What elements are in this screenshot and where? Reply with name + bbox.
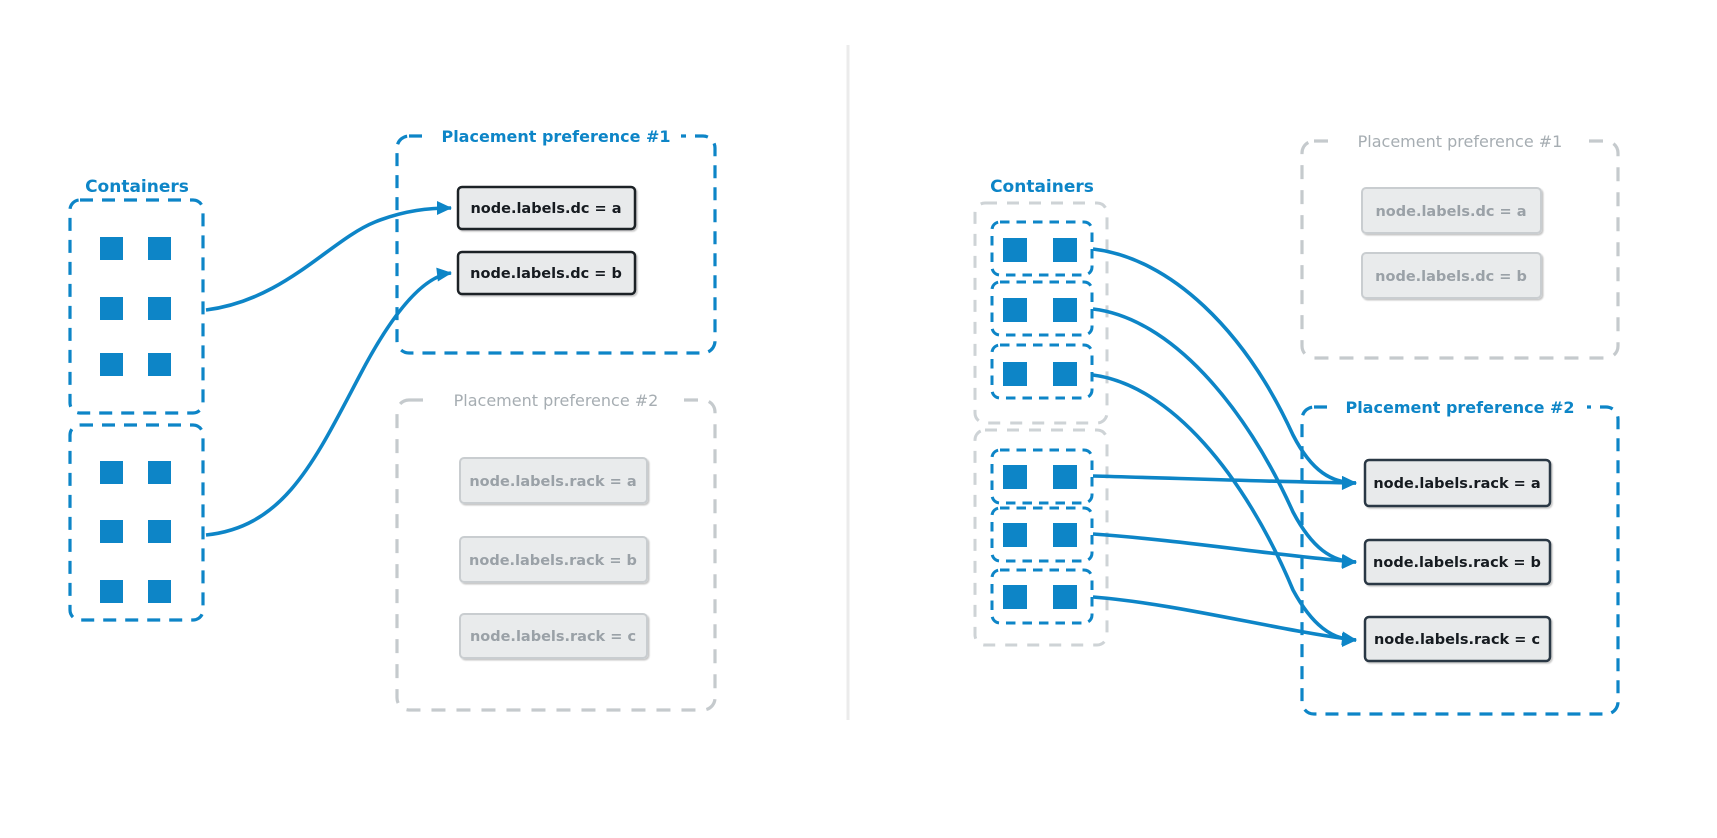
arrow-subgroup5-to-rack-b [1092,532,1357,568]
right-subgroup-2 [990,280,1094,337]
title-mask [431,124,681,148]
container-icon [1053,585,1077,609]
right-pref1-title: Placement preference #1 [1358,132,1563,151]
left-pref2-item-label-b: node.labels.rack = b [469,553,637,569]
left-pref1-item-box-b [456,250,637,296]
left-pref2-item-box-c [459,613,648,659]
left-pref2-item-label-c: node.labels.rack = c [470,629,636,645]
container-icon [100,461,123,484]
container-icon [100,297,123,320]
title-mask [1335,395,1587,419]
container-icon [148,297,171,320]
left-container-squares-group-1 [100,237,171,376]
container-icon [1053,362,1077,386]
right-panel: Containers [973,129,1620,716]
right-pref2-box: Placement preference #2 node.labels.rack… [1300,395,1620,716]
container-icon [148,461,171,484]
right-pref2-item-box-b [1363,538,1552,586]
title-mask [1335,129,1587,153]
right-containers-label: Containers [990,177,1094,197]
container-icon [100,580,123,603]
arrow-subgroup2-to-rack-b [1092,307,1357,569]
container-icon [1053,465,1077,489]
arrow-subgroup3-to-rack-c [1092,373,1357,647]
left-pref2-item-box-a [459,457,648,504]
left-panel: Containers Placement preference #1 [68,124,717,712]
left-container-group-2 [68,423,205,622]
arrow-subgroup1-to-rack-a [1092,247,1357,490]
right-container-outer-group-2 [973,428,1109,647]
right-container-outer-group-1 [973,201,1109,425]
container-icon [100,353,123,376]
right-pref2-item-box-c [1363,615,1552,663]
right-subgroup-1 [990,220,1094,277]
arrow-group2-to-dc-b [205,267,452,537]
arrow-subgroup4-to-rack-a [1092,474,1357,490]
left-pref1-item-label-b: node.labels.dc = b [470,266,622,282]
arrow-group1-to-dc-a [205,201,452,312]
container-icon [148,353,171,376]
right-pref2-item-label-b: node.labels.rack = b [1373,555,1541,571]
right-pref1-box: Placement preference #1 node.labels.dc =… [1300,129,1620,360]
right-subgroup-6 [990,568,1094,625]
container-icon [148,520,171,543]
right-subgroup-5 [990,506,1094,563]
right-container-subgroups-2 [990,448,1094,625]
container-icon [1003,465,1027,489]
left-container-group-1 [68,198,205,415]
right-pref1-item-label-b: node.labels.dc = b [1375,269,1527,285]
container-icon [100,237,123,260]
container-icon [1003,362,1027,386]
left-pref2-item-label-a: node.labels.rack = a [469,474,636,490]
right-pref1-item-label-a: node.labels.dc = a [1375,204,1526,220]
container-icon [1053,298,1077,322]
arrow-subgroup6-to-rack-c [1092,595,1357,646]
container-icon [148,237,171,260]
container-icon [1003,585,1027,609]
left-container-squares-group-2 [100,461,171,603]
container-icon [1053,523,1077,547]
left-containers-label: Containers [85,177,189,197]
left-pref2-title: Placement preference #2 [454,391,659,410]
right-pref2-item-box-a [1363,458,1552,508]
container-icon [1003,298,1027,322]
right-pref2-item-label-c: node.labels.rack = c [1374,632,1540,648]
container-icon [1003,523,1027,547]
left-pref2-box: Placement preference #2 node.labels.rack… [395,388,717,712]
container-icon [1053,238,1077,262]
right-pref2-title: Placement preference #2 [1345,398,1574,417]
left-pref2-item-box-b [459,536,648,583]
container-icon [100,520,123,543]
right-pref2-item-label-a: node.labels.rack = a [1373,476,1540,492]
left-pref1-item-box-a [456,185,637,231]
container-icon [1003,238,1027,262]
right-container-subgroups-1 [990,220,1094,400]
container-icon [148,580,171,603]
left-pref1-box: Placement preference #1 node.labels.dc =… [395,124,717,355]
left-pref1-title: Placement preference #1 [441,127,670,146]
left-pref1-item-label-a: node.labels.dc = a [470,201,621,217]
right-pref1-item-box-a [1361,187,1542,234]
title-mask [430,388,682,412]
right-pref1-item-box-b [1361,252,1542,299]
right-subgroup-3 [990,343,1094,400]
right-subgroup-4 [990,448,1094,505]
